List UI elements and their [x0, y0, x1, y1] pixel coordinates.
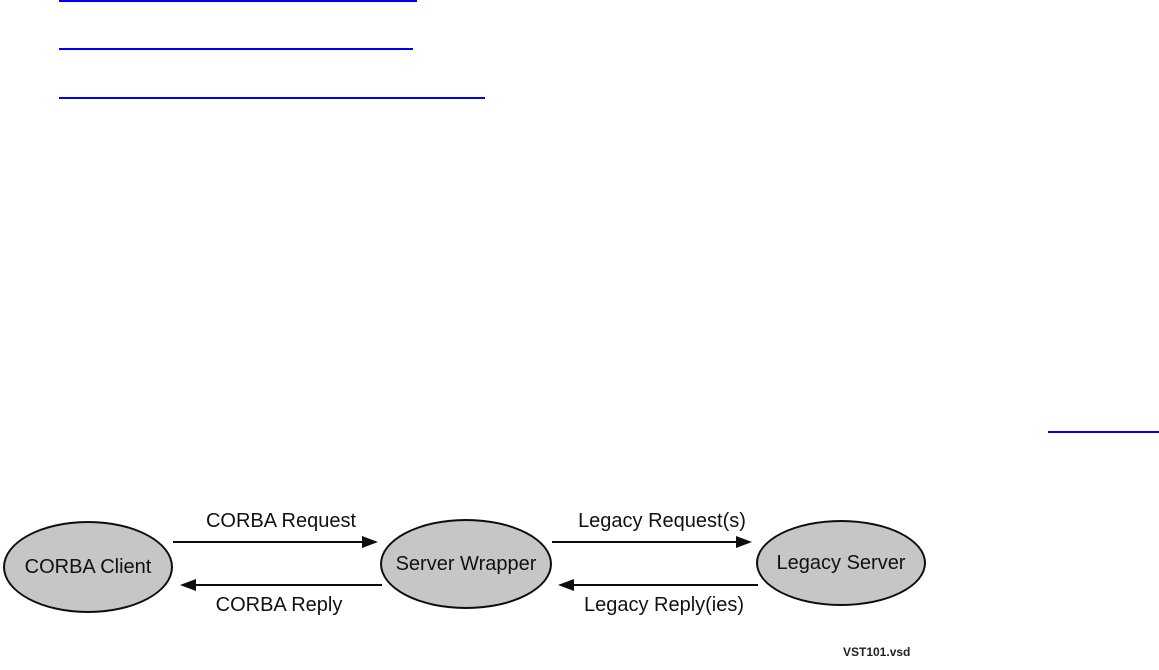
- node-corba-client: CORBA Client: [3, 521, 173, 613]
- arrow-legacy-reply-line: [574, 584, 758, 586]
- arrow-legacy-request-label: Legacy Request(s): [578, 510, 746, 532]
- arrow-left-icon: [558, 579, 574, 591]
- arrow-corba-request-label: CORBA Request: [205, 510, 357, 532]
- diagram-caption: VST101.vsd: [843, 645, 911, 659]
- node-legacy-server: Legacy Server: [756, 520, 926, 606]
- arrow-right-icon: [736, 536, 752, 548]
- arrow-right-icon: [362, 536, 378, 548]
- link-underline-3[interactable]: [59, 97, 485, 99]
- arrow-left-icon: [180, 579, 196, 591]
- arrow-corba-request-line: [173, 541, 363, 543]
- link-underline-right[interactable]: [1048, 431, 1159, 433]
- arrow-corba-reply-label: CORBA Reply: [215, 594, 343, 616]
- arrow-legacy-reply-label: Legacy Reply(ies): [583, 594, 745, 616]
- arrow-legacy-request-line: [552, 541, 736, 543]
- arrow-corba-reply-line: [196, 584, 382, 586]
- node-legacy-server-label: Legacy Server: [776, 551, 906, 574]
- node-server-wrapper: Server Wrapper: [380, 519, 552, 609]
- link-underline-2[interactable]: [59, 48, 413, 50]
- link-underline-1[interactable]: [59, 0, 417, 2]
- node-server-wrapper-label: Server Wrapper: [395, 552, 537, 575]
- node-corba-client-label: CORBA Client: [24, 555, 152, 578]
